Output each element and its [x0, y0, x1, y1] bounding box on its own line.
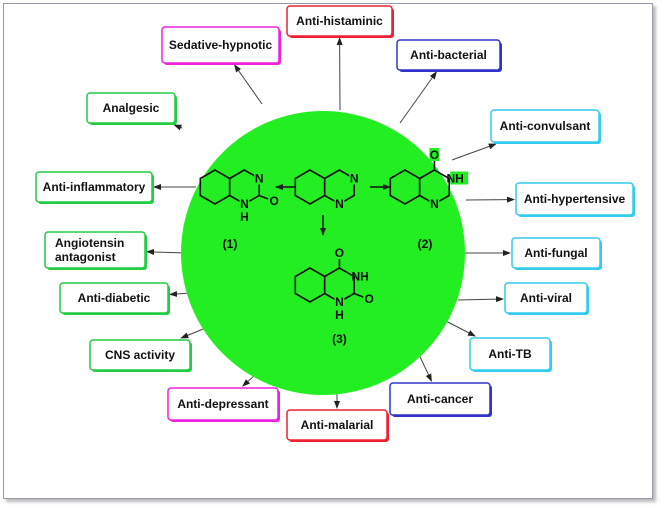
compound-3-number: (3) — [332, 332, 347, 346]
arrow-to-sedative-hypnotic — [233, 64, 263, 105]
activity-label: Anti-TB — [488, 347, 532, 361]
activity-box-cns-activity: CNS activity — [89, 339, 192, 372]
activity-box-anti-viral: Anti-viral — [504, 282, 589, 315]
activity-label: Sedative-hypnotic — [169, 38, 273, 52]
activity-box-anti-bacterial: Anti-bacterial — [396, 39, 502, 72]
activity-label: Angiotensin — [55, 236, 124, 250]
compound-1-number: (1) — [223, 237, 238, 251]
atom-label: N — [430, 197, 439, 211]
activity-label: Anti-depressant — [177, 397, 268, 411]
activity-label: Anti-diabetic — [78, 291, 151, 305]
atom-label: O — [430, 148, 439, 162]
atom-label: N — [255, 172, 264, 186]
compound-2-structure: O NH N (2) — [389, 148, 469, 251]
activity-label: Anti-fungal — [524, 246, 587, 260]
atom-label: N — [350, 172, 359, 186]
activity-box-anti-fungal: Anti-fungal — [511, 237, 602, 270]
quinazoline-structure: NN — [294, 169, 360, 211]
activity-box-anti-cancer: Anti-cancer — [389, 382, 492, 417]
activity-box-anti-diabetic: Anti-diabetic — [59, 282, 170, 315]
atom-label: H — [240, 210, 249, 224]
compound-2-number: (2) — [418, 237, 433, 251]
atom-label: O — [335, 246, 344, 260]
arrow-to-anti-bacterial — [399, 71, 437, 124]
activity-box-anti-malarial: Anti-malarial — [286, 409, 389, 442]
activity-label: Anti-bacterial — [410, 48, 487, 62]
activity-label: Anti-viral — [520, 291, 572, 305]
activity-label: Anti-inflammatory — [43, 180, 146, 194]
arrow-to-anti-depressant — [242, 374, 256, 387]
activity-box-anti-convulsant: Anti-convulsant — [490, 109, 601, 144]
atom-label: N — [335, 295, 344, 309]
arrow-to-analgesic — [173, 124, 183, 131]
atom-label: N — [240, 197, 249, 211]
atom-label: O — [364, 292, 373, 306]
activity-box-anti-tb: Anti-TB — [469, 337, 552, 372]
atom-label: H — [335, 308, 344, 322]
activity-box-anti-depressant: Anti-depressant — [167, 387, 280, 422]
activity-label-line2: antagonist — [55, 250, 116, 264]
arrow-to-angiotensin — [146, 248, 187, 255]
atom-label: N — [335, 197, 344, 211]
activity-box-analgesic: Analgesic — [86, 92, 177, 125]
arrow-to-anti-viral — [457, 296, 504, 303]
activity-label: Anti-hypertensive — [524, 192, 626, 206]
activity-label: Anti-malarial — [301, 418, 374, 432]
compound-3-structure: O NH O NH (3) — [294, 246, 375, 346]
activity-box-anti-inflammatory: Anti-inflammatory — [35, 171, 154, 204]
activity-box-anti-histaminic: Anti-histaminic — [286, 5, 394, 38]
activity-label: Analgesic — [103, 101, 160, 115]
activity-label: CNS activity — [105, 348, 175, 362]
activity-label: Anti-convulsant — [500, 119, 591, 133]
activity-box-anti-hypertensive: Anti-hypertensive — [515, 182, 635, 217]
activity-label: Anti-histaminic — [296, 14, 383, 28]
atom-label: NH — [446, 172, 463, 186]
atom-label: NH — [351, 270, 368, 284]
atom-label: O — [269, 194, 278, 208]
activity-box-sedative-hypnotic: Sedative-hypnotic — [161, 26, 281, 65]
central-circle — [181, 111, 465, 395]
arrow-to-anti-convulsant — [451, 143, 497, 161]
activity-label: Anti-cancer — [407, 392, 473, 406]
